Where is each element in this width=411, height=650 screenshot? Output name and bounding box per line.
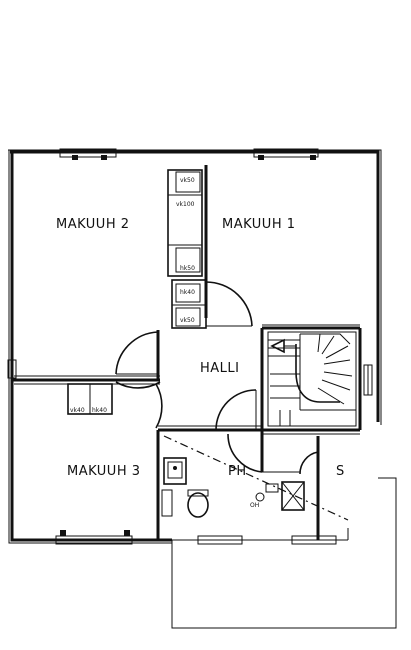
outer-walls: [8, 149, 382, 544]
wc-label: OH: [250, 502, 259, 509]
bathroom-fixtures: [161, 457, 305, 518]
closet-label: vk50: [180, 317, 195, 324]
closet-label: hk40: [180, 289, 195, 296]
interior-walls: [12, 165, 362, 540]
doors: [115, 281, 319, 475]
room-label-makuuh-2: MAKUUH 2: [56, 217, 130, 232]
closet-label: hk50: [180, 265, 195, 272]
room-label-ph: PH: [228, 464, 247, 479]
terrace-outline: [171, 477, 397, 629]
staircase: [267, 331, 357, 427]
room-label-makuuh-1: MAKUUH 1: [222, 217, 296, 232]
closets: [67, 169, 207, 415]
room-label-makuuh-3: MAKUUH 3: [67, 464, 141, 479]
closet-label: vk100: [176, 201, 195, 208]
room-label-s: S: [336, 464, 345, 479]
dashed-boundary-line: [163, 435, 349, 521]
room-label-halli: HALLI: [200, 361, 240, 376]
closet-label: hk40: [92, 407, 107, 414]
windows: [7, 148, 373, 545]
closet-label: vk50: [180, 177, 195, 184]
closet-label: vk40: [70, 407, 85, 414]
